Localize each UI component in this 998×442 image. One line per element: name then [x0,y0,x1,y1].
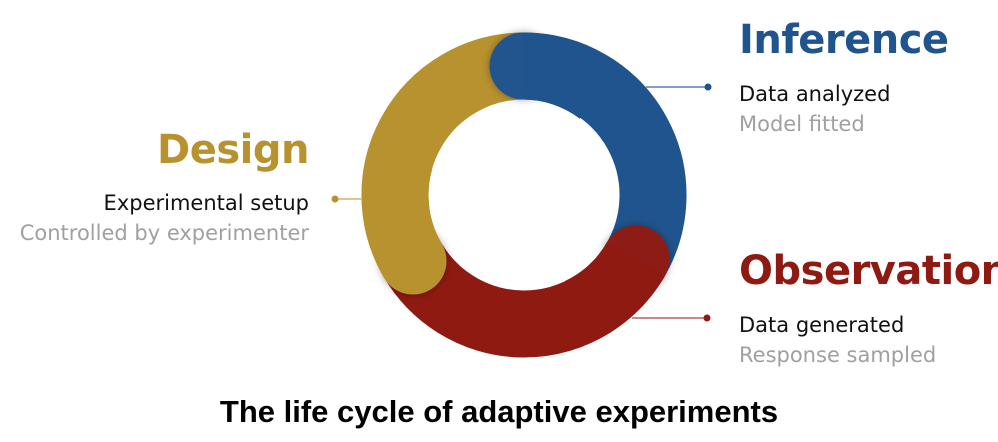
inference-dot [704,83,712,91]
observation-label-group: Observation Data generated Response samp… [739,251,998,366]
design-label-group: Design Experimental setup Controlled by … [19,127,310,245]
inference-label-group: Inference Data analyzed Model fitted [739,20,949,135]
design-line2: Controlled by experimenter [19,221,309,245]
observation-line2: Response sampled [739,343,937,367]
design-dot [331,195,339,203]
design-line1: Experimental setup [103,191,309,215]
observation-heading: Observation [739,248,998,294]
design-heading: Design [157,127,309,173]
inference-line1: Data analyzed [739,82,891,106]
inference-heading: Inference [739,17,949,63]
observation-dot [703,314,711,322]
observation-line1: Data generated [739,313,905,337]
inference-line2: Model fitted [739,112,865,136]
diagram-title: The life cycle of adaptive experiments [219,394,779,429]
